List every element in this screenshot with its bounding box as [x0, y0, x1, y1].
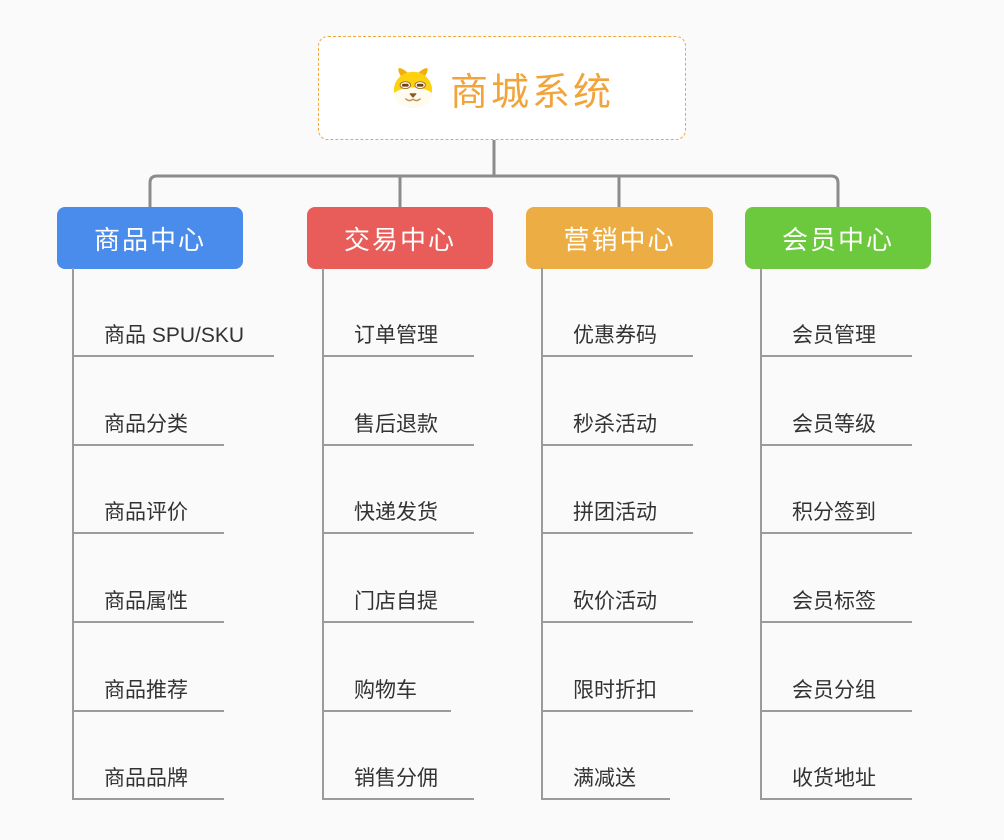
child-node[interactable]: 商品评价: [72, 494, 224, 534]
child-node[interactable]: 满减送: [541, 760, 670, 800]
branch-node-member-center[interactable]: 会员中心: [745, 207, 931, 269]
child-node[interactable]: 商品分类: [72, 406, 224, 446]
branch-spine-line: [541, 268, 543, 800]
child-node[interactable]: 商品 SPU/SKU: [72, 317, 274, 357]
child-node[interactable]: 商品属性: [72, 583, 224, 623]
branch-label: 会员中心: [781, 224, 894, 255]
child-node[interactable]: 售后退款: [322, 406, 474, 446]
child-node[interactable]: 秒杀活动: [541, 406, 693, 446]
child-node[interactable]: 商品推荐: [72, 672, 224, 712]
child-node[interactable]: 会员分组: [760, 672, 912, 712]
child-node[interactable]: 门店自提: [322, 583, 474, 623]
child-node[interactable]: 砍价活动: [541, 583, 693, 623]
branch-spine-line: [322, 268, 324, 800]
branch-node-product-center[interactable]: 商品中心: [57, 207, 243, 269]
root-node-title: 商城系统: [449, 71, 614, 114]
child-node[interactable]: 收货地址: [760, 760, 912, 800]
child-node[interactable]: 积分签到: [760, 494, 912, 534]
child-node[interactable]: 购物车: [322, 672, 451, 712]
branch-label: 交易中心: [343, 224, 456, 255]
branch-label: 营销中心: [563, 224, 676, 255]
branch-spine-line: [72, 268, 74, 800]
dog-face-icon: [390, 67, 436, 109]
child-node[interactable]: 订单管理: [322, 317, 474, 357]
branch-node-trade-center[interactable]: 交易中心: [307, 207, 493, 269]
child-node[interactable]: 限时折扣: [541, 672, 693, 712]
child-node[interactable]: 快递发货: [322, 494, 474, 534]
branch-spine-line: [760, 268, 762, 800]
root-node-mall-system[interactable]: 商城系统: [318, 36, 686, 140]
branch-label: 商品中心: [93, 224, 206, 255]
child-node[interactable]: 会员标签: [760, 583, 912, 623]
child-node[interactable]: 会员管理: [760, 317, 912, 357]
child-node[interactable]: 拼团活动: [541, 494, 693, 534]
branch-node-marketing-center[interactable]: 营销中心: [526, 207, 713, 269]
child-node[interactable]: 会员等级: [760, 406, 912, 446]
child-node[interactable]: 商品品牌: [72, 760, 224, 800]
child-node[interactable]: 销售分佣: [322, 760, 474, 800]
child-node[interactable]: 优惠券码: [541, 317, 693, 357]
